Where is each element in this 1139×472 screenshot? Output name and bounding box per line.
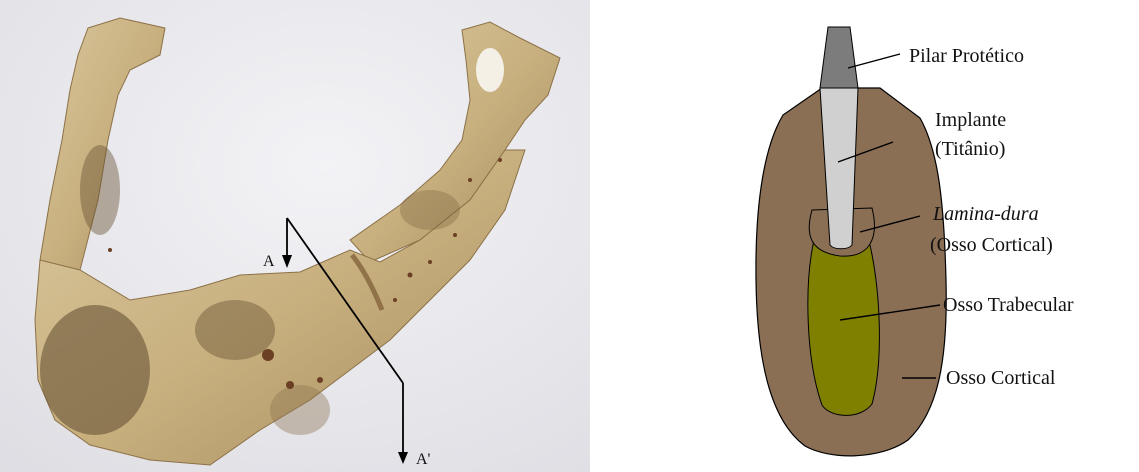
mandible-stain	[195, 300, 275, 360]
mandible-stain	[270, 385, 330, 435]
mandible-stain	[400, 190, 460, 230]
label-cortical-bone: Osso Cortical	[946, 367, 1056, 389]
label-implant: Implante	[935, 109, 1006, 131]
mandible-stain	[80, 145, 120, 235]
label-lamina-dura: Lamina-dura	[932, 203, 1039, 225]
trabecular-bone-region	[808, 234, 880, 416]
abutment-body	[820, 27, 858, 88]
label-abutment: Pilar Protético	[909, 45, 1024, 67]
implant-section-diagram: Pilar Protético Implante (Titânio) Lamin…	[590, 0, 1139, 472]
mandible-stain	[476, 48, 504, 92]
section-label-a: A	[263, 253, 275, 270]
label-trabecular-bone: Osso Trabecular	[943, 294, 1074, 316]
mandible-stain	[40, 305, 150, 435]
section-label-a-prime: A'	[416, 451, 431, 468]
label-lamina-dura-type: (Osso Cortical)	[930, 234, 1053, 256]
mandible-photo: A A'	[0, 0, 590, 472]
label-implant-material: (Titânio)	[935, 138, 1005, 160]
